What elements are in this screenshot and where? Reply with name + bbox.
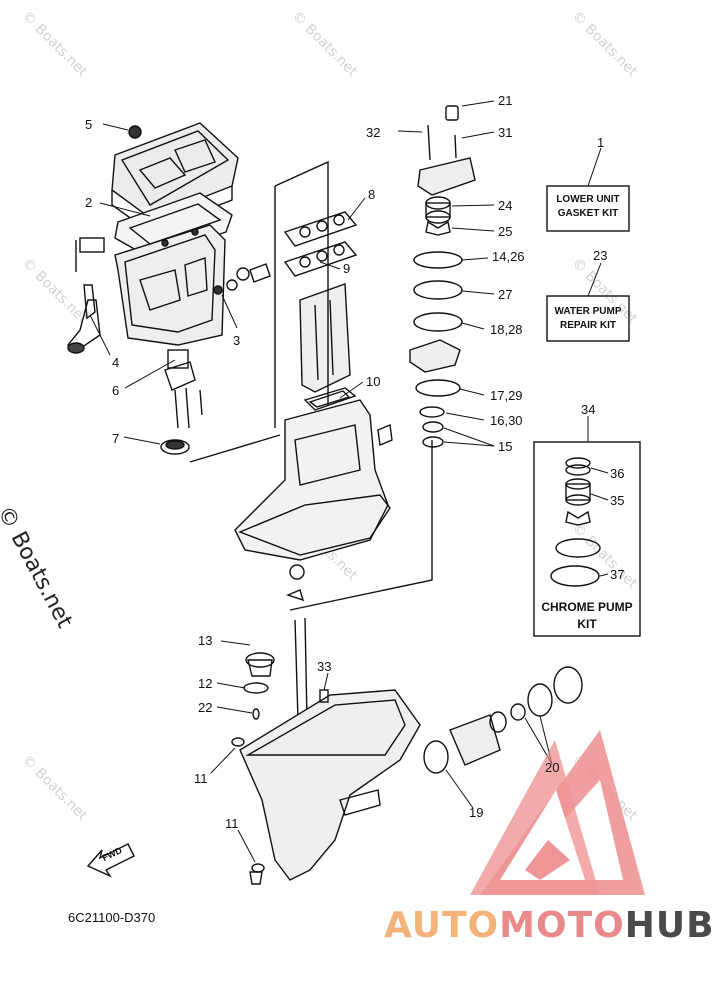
upper-casing-drawing (111, 122, 239, 346)
callout-19: 19 (469, 805, 484, 820)
diagram-part-code: 6C21100-D370 (68, 910, 156, 925)
automotohub-logo-icon (470, 730, 645, 895)
callout-20: 20 (545, 760, 560, 775)
exhaust-guide-drawing (299, 283, 357, 411)
water-pump-kit-line1: WATER PUMP (554, 306, 622, 317)
chrome-pump-parts-drawing (550, 457, 601, 587)
callout-10: 10 (366, 374, 381, 389)
connector-line (274, 160, 329, 405)
chrome-pump-kit-line2: KIT (577, 617, 597, 631)
chrome-pump-kit-line1: CHROME PUMP (541, 600, 633, 614)
callout-6: 6 (112, 383, 120, 398)
callout-35: 35 (610, 493, 625, 508)
callout-31: 31 (498, 125, 513, 140)
water-pump-kit-line2: REPAIR KIT (560, 320, 616, 331)
chrome-pump-kit-label: CHROME PUMP KIT (534, 599, 640, 633)
automotohub-logo-text: AUTOMOTOHUB (384, 905, 714, 946)
callout-2: 2 (85, 195, 93, 210)
callout-27: 27 (498, 287, 513, 302)
callout-17-29: 17,29 (490, 388, 523, 403)
callout-37: 37 (610, 567, 625, 582)
gaskets-8-9-drawing (283, 211, 358, 277)
lower-unit-kit-label: LOWER UNIT GASKET KIT (547, 193, 629, 221)
part-6-7-drawing (160, 349, 203, 455)
callout-32: 32 (366, 125, 381, 140)
drive-shaft-housing-drawing (234, 399, 393, 602)
connector-line (189, 434, 281, 463)
connector-line (289, 440, 433, 611)
callout-14-26: 14,26 (492, 249, 525, 264)
callout-24: 24 (498, 198, 513, 213)
water-pump-stack-drawing (409, 105, 476, 448)
callout-25: 25 (498, 224, 513, 239)
callout-9: 9 (343, 261, 351, 276)
callout-13: 13 (198, 633, 213, 648)
lower-unit-kit-line2: GASKET KIT (557, 208, 619, 219)
callout-34: 34 (581, 402, 596, 417)
callout-1: 1 (597, 135, 605, 150)
callout-5: 5 (85, 117, 93, 132)
callout-16-30: 16,30 (490, 413, 523, 428)
callout-7: 7 (112, 431, 120, 446)
callout-3: 3 (233, 333, 241, 348)
callout-11: 11 (225, 816, 239, 831)
lower-unit-kit-line1: LOWER UNIT (556, 194, 620, 205)
chrome-pump-kit-box (533, 441, 641, 637)
part-4-hardware-drawing (66, 237, 105, 354)
part-3-fittings-drawing (213, 263, 271, 295)
logo-auto: AUTO (384, 905, 500, 946)
fwd-arrow-icon (86, 843, 135, 878)
callout-11: 11 (194, 771, 208, 786)
callout-15: 15 (498, 439, 513, 454)
lower-gear-case-drawing (231, 617, 583, 885)
callout-18-28: 18,28 (490, 322, 523, 337)
callout-36: 36 (610, 466, 625, 481)
callout-4: 4 (112, 355, 120, 370)
callout-23: 23 (593, 248, 608, 263)
callout-21: 21 (498, 93, 513, 108)
callout-33: 33 (317, 659, 332, 674)
logo-moto: MOTO (499, 905, 625, 946)
callout-22: 22 (198, 700, 213, 715)
logo-hub: HUB (624, 905, 714, 946)
callout-12: 12 (198, 676, 213, 691)
callout-8: 8 (368, 187, 376, 202)
water-pump-kit-label: WATER PUMP REPAIR KIT (547, 305, 629, 333)
